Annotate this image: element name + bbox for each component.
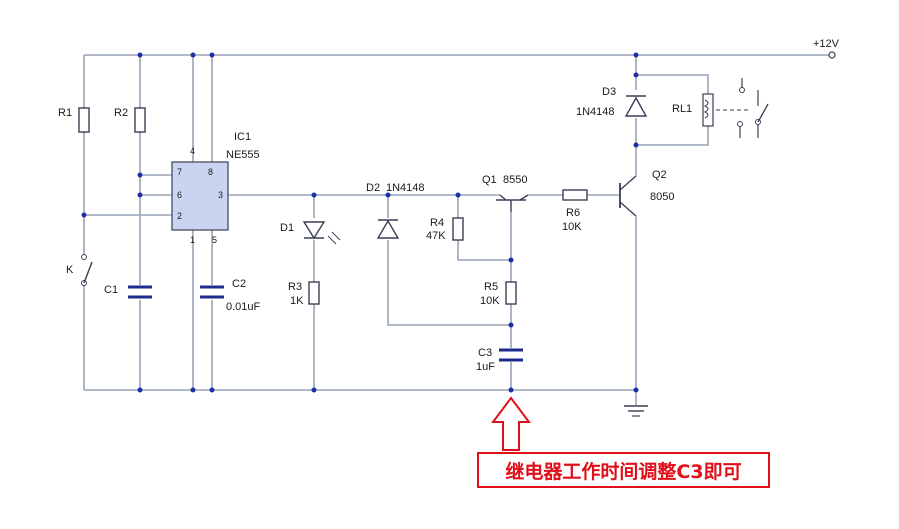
r6-resistor: [562, 189, 588, 201]
r5-value-label: 10K: [480, 295, 500, 307]
switch-k: [81, 254, 93, 286]
r3-label: R3: [288, 281, 302, 293]
r6-value-label: 10K: [562, 221, 582, 233]
c2-value-label: 0.01uF: [226, 301, 261, 313]
d1-label: D1: [280, 222, 294, 234]
d3-part-label: 1N4148: [576, 106, 615, 118]
r5-resistor: [505, 281, 517, 305]
ic1-ne555-chip: [171, 161, 229, 231]
c3-capacitor: [499, 348, 523, 362]
vcc-terminal: [828, 51, 836, 59]
ic-pin-7: 7: [177, 167, 182, 177]
r4-value-label: 47K: [426, 230, 446, 242]
r2-resistor: [134, 107, 146, 133]
q2-part-label: 8050: [650, 191, 674, 203]
q1-label: Q1: [482, 174, 497, 186]
annotation-arrow-icon: [491, 396, 531, 451]
d2-part-label: 1N4148: [386, 182, 425, 194]
ic1-label: IC1: [234, 131, 251, 143]
relay-loop-wire: [636, 74, 709, 146]
d2-label: D2: [366, 182, 380, 194]
r2-label: R2: [114, 107, 128, 119]
ic-pin-1: 1: [190, 235, 195, 245]
r6-label: R6: [566, 207, 580, 219]
ic-pin-2: 2: [177, 211, 182, 221]
r3-value-label: 1K: [290, 295, 304, 307]
ic1-part-label: NE555: [226, 149, 260, 161]
d1-led: [302, 221, 341, 245]
rl1-relay: [702, 78, 769, 138]
r4-branch-wire: [457, 195, 512, 261]
ic-pin-8: 8: [208, 167, 213, 177]
r3-resistor: [308, 281, 320, 305]
r1-label: R1: [58, 107, 72, 119]
d2-diode: [376, 219, 400, 239]
junction-dots: [81, 52, 639, 393]
c1-capacitor: [128, 285, 152, 299]
annotation-text: 继电器工作时间调整C3即可: [505, 460, 742, 483]
ic-pin-5: 5: [212, 235, 217, 245]
q2-label: Q2: [652, 169, 667, 181]
c3-value-label: 1uF: [476, 361, 495, 373]
d2-branch-wire: [387, 195, 512, 326]
r4-resistor: [452, 217, 464, 241]
ic-pin-6: 6: [177, 190, 182, 200]
d3-label: D3: [602, 86, 616, 98]
r1-resistor: [78, 107, 90, 133]
ground-icon: [624, 405, 648, 417]
c2-capacitor: [200, 285, 224, 299]
c2-label: C2: [232, 278, 246, 290]
annotation-callout: 继电器工作时间调整C3即可: [477, 452, 770, 488]
c1-label: C1: [104, 284, 118, 296]
c3-label: C3: [478, 347, 492, 359]
q1-part-label: 8550: [503, 174, 527, 186]
k-label: K: [66, 264, 74, 276]
ic-pin-4: 4: [190, 146, 195, 156]
q1-transistor: [496, 194, 529, 212]
r5-label: R5: [484, 281, 498, 293]
vcc-label: +12V: [813, 38, 840, 50]
r4-label: R4: [430, 217, 444, 229]
ic-pin-3: 3: [218, 190, 223, 200]
d3-diode: [624, 95, 648, 117]
rl1-label: RL1: [672, 103, 692, 115]
q2-transistor: [619, 175, 637, 217]
